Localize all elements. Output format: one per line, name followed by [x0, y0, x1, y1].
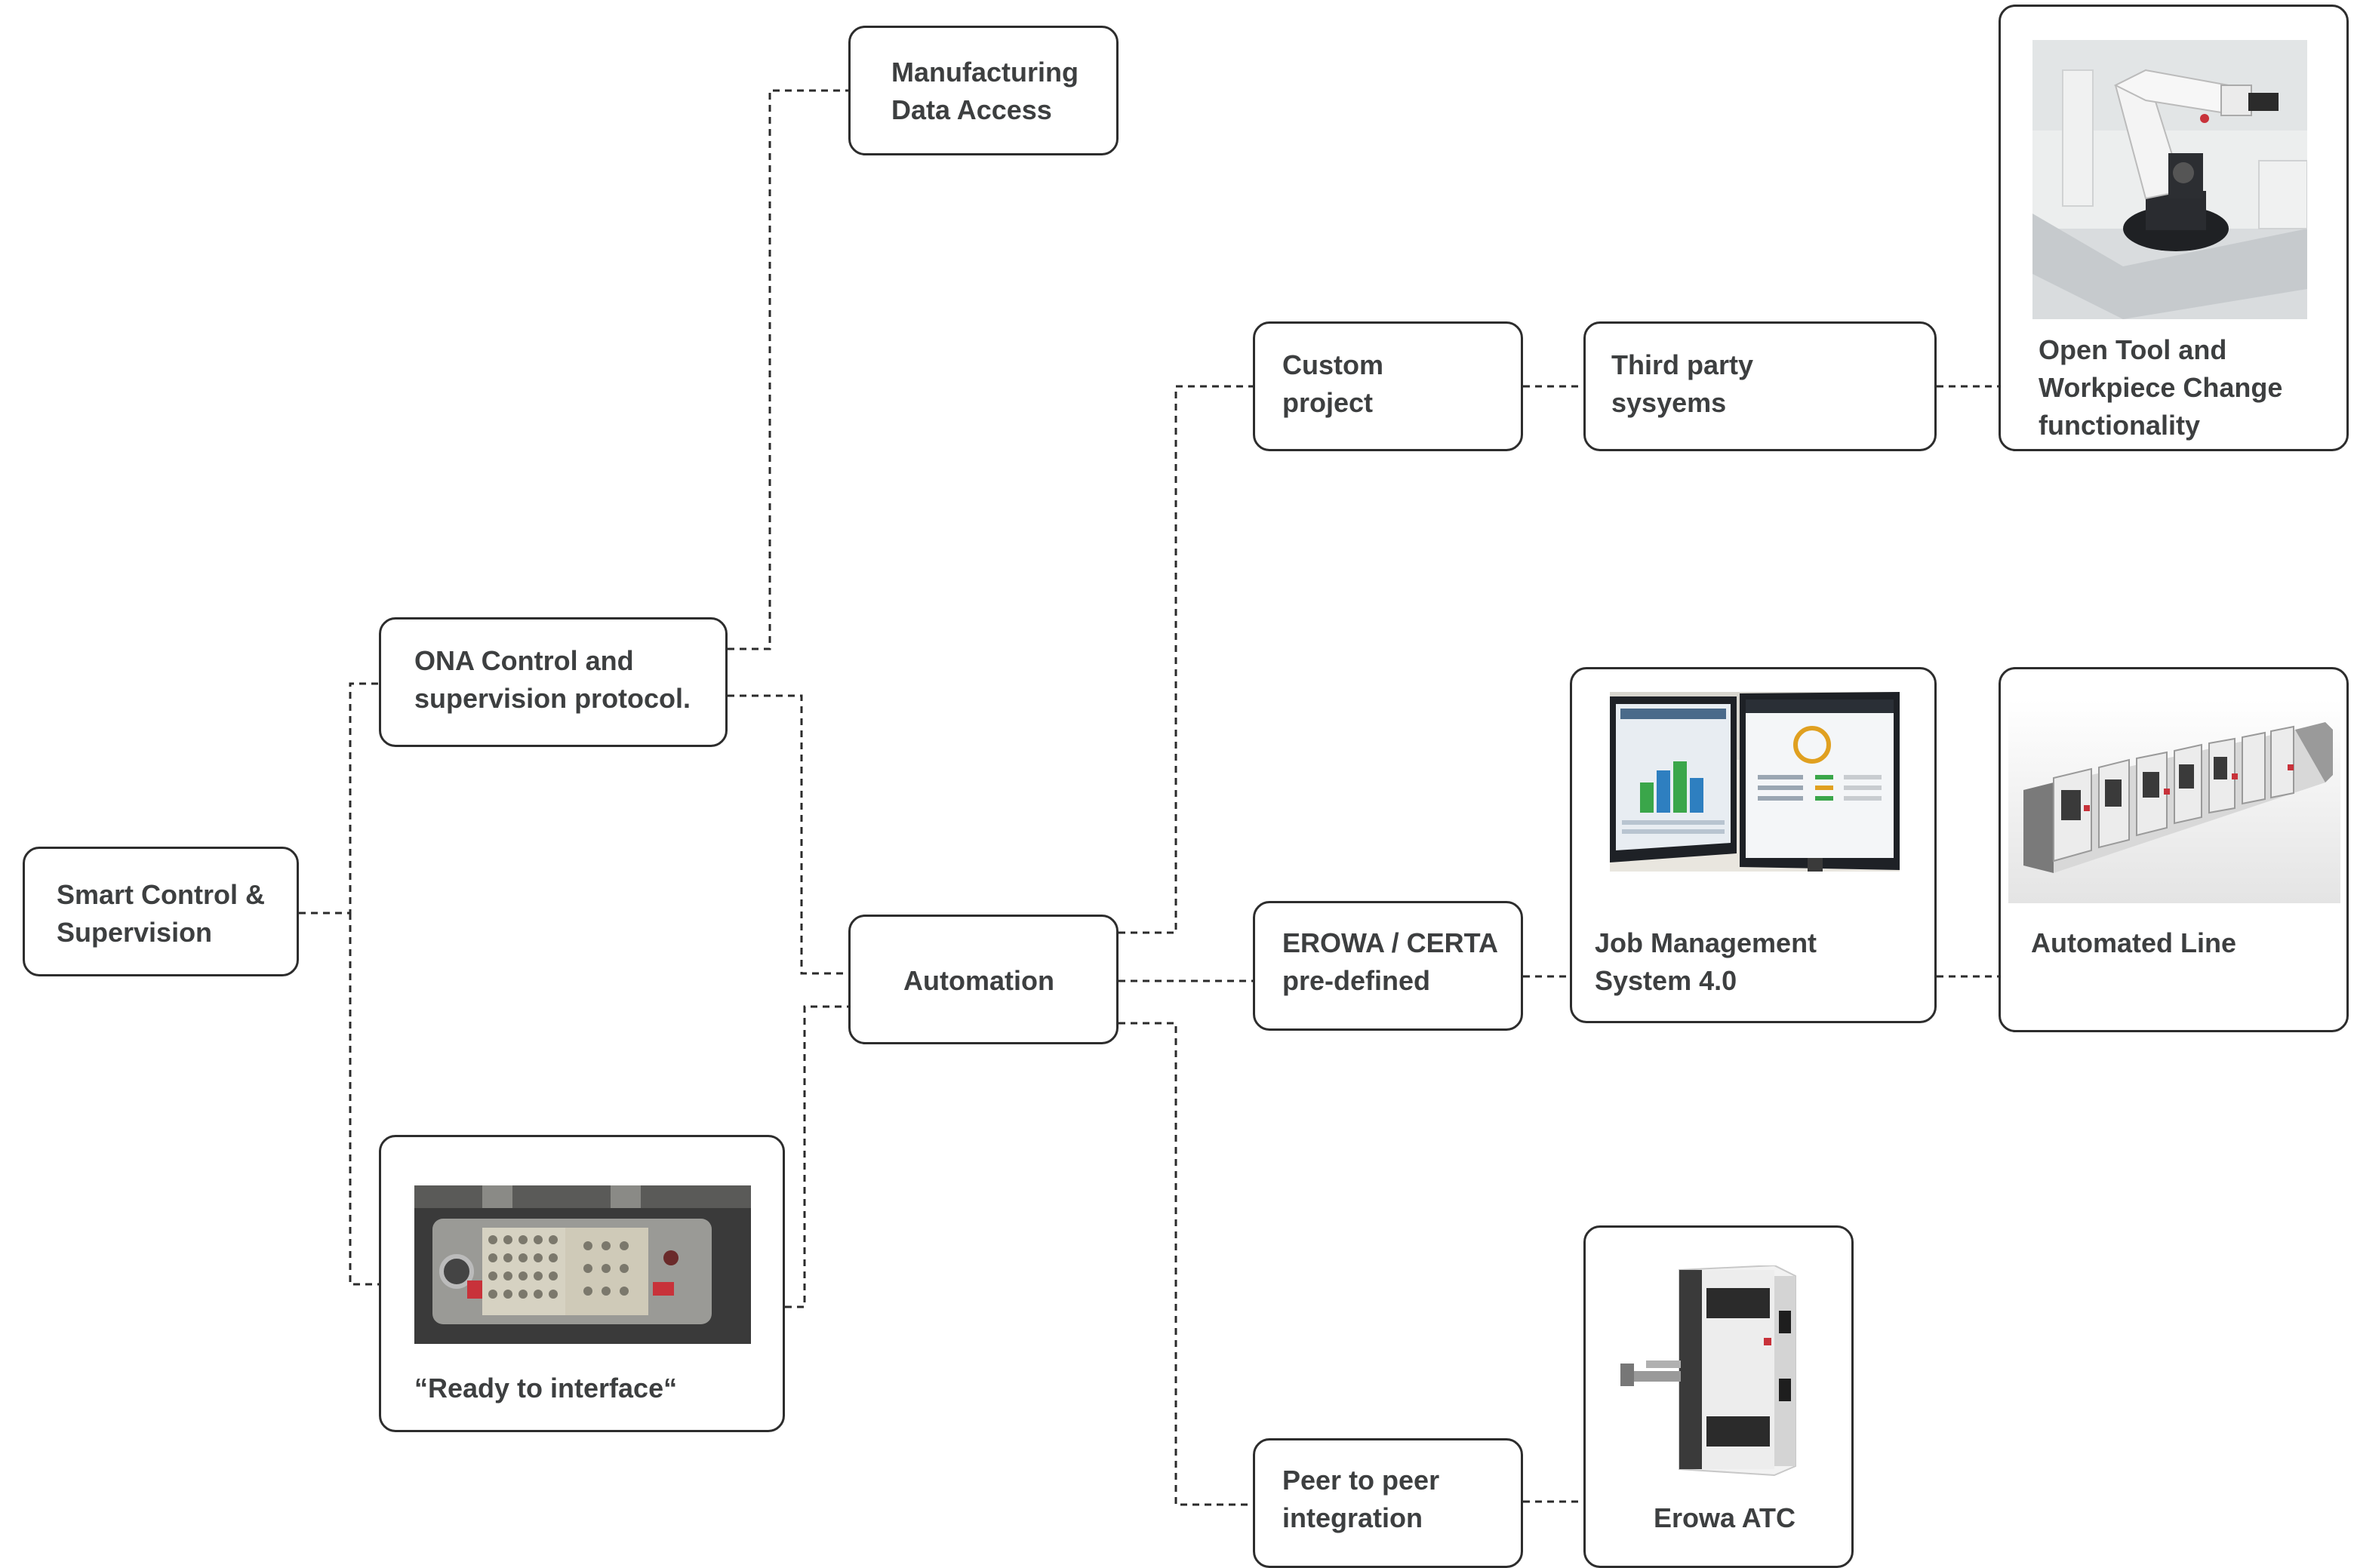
- link-automation-to-custom-project: [1119, 385, 1253, 934]
- node-label: “Ready to interface“: [414, 1373, 678, 1404]
- link-smart-control-to-ona-control: [299, 682, 379, 915]
- robot-arm-photo: [2032, 40, 2307, 319]
- node-erowa-atc: Erowa ATC: [1583, 1225, 1854, 1568]
- node-peer-to-peer: Peer to peer integration: [1253, 1438, 1523, 1568]
- node-label: Smart Control & Supervision: [57, 879, 266, 948]
- node-label: ONA Control and supervision protocol.: [414, 645, 691, 714]
- node-label: Third party sysyems: [1611, 349, 1754, 418]
- node-automation: Automation: [848, 915, 1119, 1044]
- automated-line-photo: [2008, 699, 2340, 903]
- link-ona-control-to-automation: [728, 694, 848, 975]
- node-label: Automation: [903, 965, 1054, 996]
- node-label: Custom project: [1282, 349, 1383, 418]
- node-ona-control: ONA Control and supervision protocol.: [379, 617, 728, 747]
- node-automated-line: Automated Line: [1999, 667, 2349, 1032]
- node-label: Open Tool and Workpiece Change functiona…: [2039, 334, 2283, 441]
- node-erowa-certa: EROWA / CERTA pre-defined: [1253, 901, 1523, 1031]
- node-job-management: Job Management System 4.0: [1570, 667, 1937, 1023]
- erowa-atc-machine-photo: [1616, 1265, 1820, 1477]
- node-ready-interface: “Ready to interface“: [379, 1135, 785, 1432]
- node-label: Manufacturing Data Access: [891, 57, 1079, 125]
- node-label: Automated Line: [2031, 927, 2237, 958]
- connector-photo: [414, 1185, 751, 1344]
- node-open-tool: Open Tool and Workpiece Change functiona…: [1999, 5, 2349, 451]
- node-label: Peer to peer integration: [1282, 1465, 1440, 1533]
- node-label: Erowa ATC: [1654, 1502, 1796, 1533]
- node-label: EROWA / CERTA pre-defined: [1282, 927, 1498, 996]
- link-automation-to-peer-to-peer: [1119, 1022, 1253, 1506]
- node-manufacturing-data: Manufacturing Data Access: [848, 26, 1119, 155]
- link-ona-control-to-manufacturing-data: [728, 89, 848, 650]
- monitor-screens-photo: [1610, 692, 1900, 872]
- link-ready-interface-to-automation: [785, 1005, 848, 1308]
- node-smart-control: Smart Control & Supervision: [23, 847, 299, 976]
- node-third-party: Third party sysyems: [1583, 321, 1937, 451]
- link-smart-control-to-ready-interface: [349, 913, 379, 1286]
- node-custom-project: Custom project: [1253, 321, 1523, 451]
- node-label: Job Management System 4.0: [1595, 927, 1817, 996]
